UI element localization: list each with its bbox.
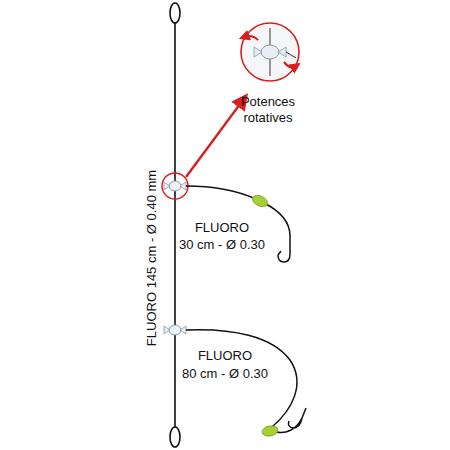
bead [251, 193, 270, 209]
dimension-label: 80 cm - Ø 0.30 [182, 366, 268, 382]
dimension-label: 30 cm - Ø 0.30 [179, 237, 265, 253]
dimension-label: FLUORO 145 cm - Ø 0.40 mm [144, 170, 160, 346]
bead [261, 425, 278, 438]
zoom-detail [241, 23, 299, 81]
swivel [164, 181, 186, 191]
main-line [170, 3, 180, 447]
material-label: FLUORO [195, 220, 249, 236]
material-label: FLUORO [198, 348, 252, 364]
swivel [164, 325, 186, 335]
callout-arrow [186, 96, 246, 177]
highlight-circle [162, 173, 188, 199]
part-label: Potences rotatives [229, 94, 307, 125]
